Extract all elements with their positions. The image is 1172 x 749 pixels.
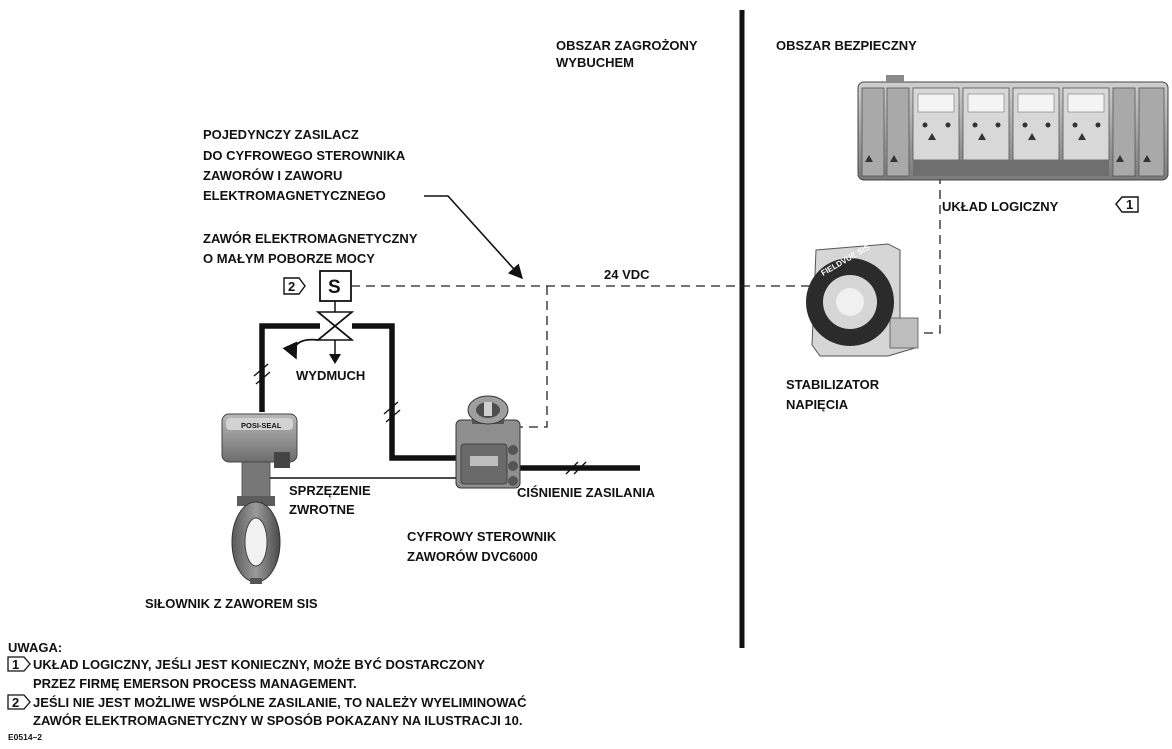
figure-id: E0514–2 (8, 732, 42, 742)
svg-text:1: 1 (12, 657, 19, 672)
power-supply-pointer-arrow (424, 195, 523, 280)
power-supply-label-3: ZAWORÓW I ZAWORU (203, 168, 342, 183)
digital-valve-controller-image (455, 395, 521, 489)
note-1-marker: 1 (7, 656, 31, 672)
note-1-line-1: UKŁAD LOGICZNY, JEŚLI JEST KONIECZNY, MO… (33, 657, 485, 672)
wire-logic-to-conditioner (918, 175, 941, 334)
power-supply-label-1: POJEDYNCZY ZASILACZ (203, 127, 359, 142)
power-supply-label-2: DO CYFROWEGO STEROWNIKA (203, 148, 406, 163)
vent-label: WYDMUCH (296, 368, 365, 383)
feedback-label-2: ZWROTNE (289, 502, 355, 517)
svg-text:2: 2 (288, 279, 295, 294)
note-marker-1-logic: 1 (1115, 196, 1139, 213)
actuator-brand-label: POSI-SEAL (241, 421, 282, 430)
note-2-line-1: JEŚLI NIE JEST MOŻLIWE WSPÓLNE ZASILANIE… (33, 695, 527, 710)
power-conditioner-image: FIELDVUE SIS (806, 242, 919, 357)
controller-label-2: ZAWORÓW DVC6000 (407, 549, 538, 564)
controller-label-1: CYFROWY STEROWNIK (407, 529, 557, 544)
supply-pressure-label: CIŚNIENIE ZASILANIA (517, 485, 656, 500)
pipe-solenoid-to-controller (352, 323, 462, 461)
pipe-hatch-marks (253, 363, 587, 475)
svg-text:1: 1 (1126, 197, 1133, 212)
solenoid-valve-symbol (315, 311, 355, 364)
voltage-label: 24 VDC (604, 267, 650, 282)
power-supply-label-4: ELEKTROMAGNETYCZNEGO (203, 188, 386, 203)
hazardous-area-label-2: WYBUCHEM (556, 55, 634, 70)
feedback-label-1: SPRZĘZENIE (289, 483, 371, 498)
wire-to-controller (520, 286, 548, 428)
pipe-solenoid-to-actuator (259, 323, 320, 412)
power-conditioner-label-2: NAPIĘCIA (786, 397, 849, 412)
notes-title: UWAGA: (8, 640, 62, 655)
logic-solver-label: UKŁAD LOGICZNY (942, 199, 1059, 214)
solenoid-label-2: O MAŁYM POBORZE MOCY (203, 251, 375, 266)
hazardous-area-label-1: OBSZAR ZAGROŻONY (556, 38, 698, 53)
actuator-label: SIŁOWNIK Z ZAWOREM SIS (145, 596, 318, 611)
svg-text:2: 2 (12, 695, 19, 710)
note-1-line-2: PRZEZ FIRMĘ EMERSON PROCESS MANAGEMENT. (33, 676, 357, 691)
safe-area-label: OBSZAR BEZPIECZNY (776, 38, 917, 53)
solenoid-symbol: S (328, 277, 341, 298)
solenoid-label-1: ZAWÓR ELEKTROMAGNETYCZNY (203, 231, 418, 246)
note-2-marker: 2 (7, 694, 31, 710)
logic-solver-image (857, 75, 1169, 181)
note-2-line-2: ZAWÓR ELEKTROMAGNETYCZNY W SPOSÓB POKAZA… (33, 713, 522, 728)
power-conditioner-label-1: STABILIZATOR (786, 377, 880, 392)
note-marker-2: 2 (283, 277, 306, 295)
actuator-valve-image: POSI-SEAL (221, 413, 298, 584)
exhaust-curved-arrow (282, 338, 319, 360)
